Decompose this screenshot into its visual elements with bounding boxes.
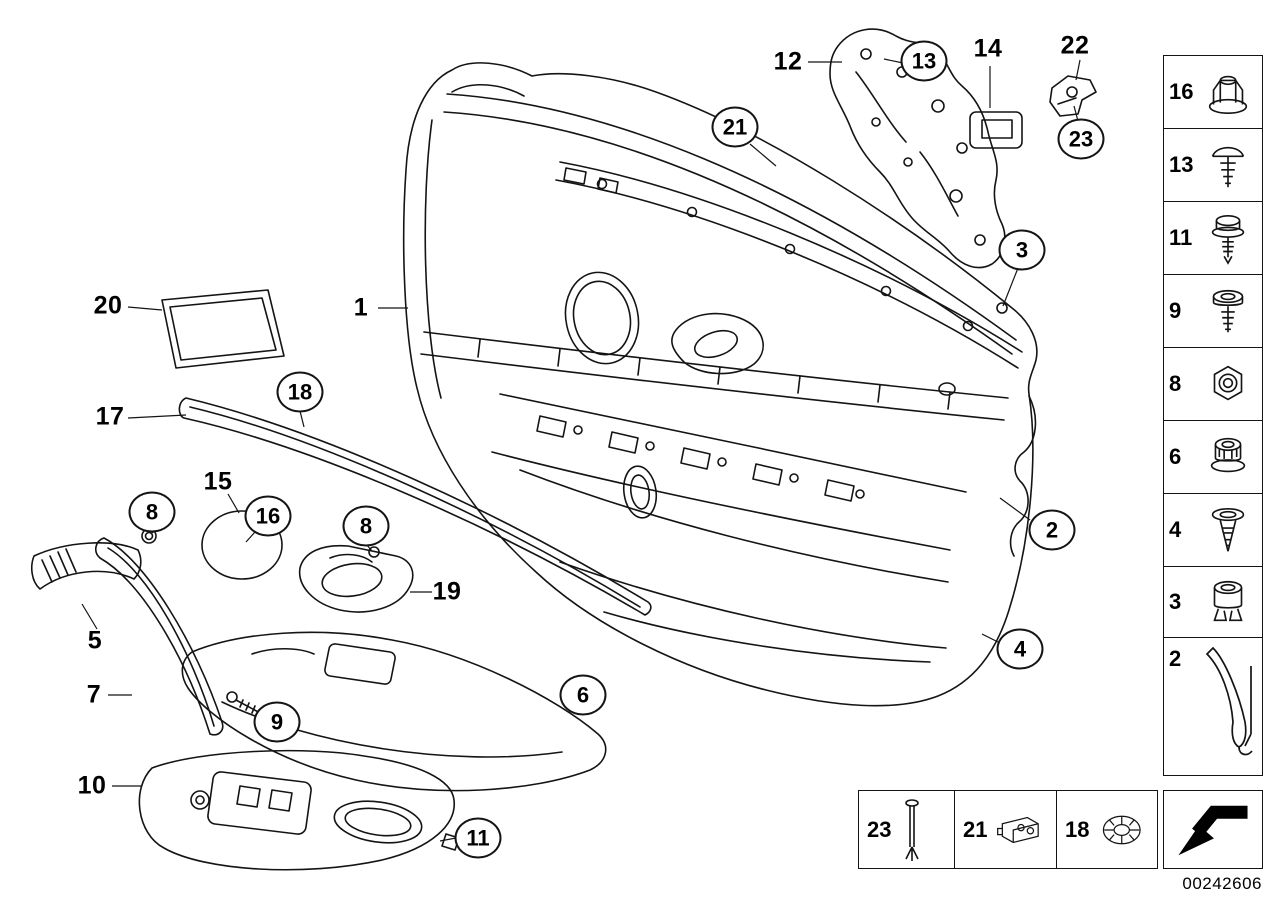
legend-item-2-label: 2: [1169, 646, 1182, 671]
callout-15[interactable]: 15: [203, 467, 233, 496]
legend-item-23-label: 23: [867, 816, 892, 842]
legend-item-16-label: 16: [1169, 79, 1194, 104]
callout-circle-16-label: 16: [255, 503, 281, 528]
callout-circle-8b[interactable]: 8: [342, 505, 390, 547]
screw-with-washer-icon: [1211, 215, 1245, 265]
legend-item-18[interactable]: 18: [1057, 791, 1157, 868]
legend-item-13[interactable]: 13: [1164, 129, 1262, 202]
speaker-trim-ring: [201, 510, 283, 580]
callout-20[interactable]: 20: [93, 291, 123, 320]
page-turn-arrow-icon: [1178, 805, 1248, 855]
callout-22[interactable]: 22: [1060, 31, 1090, 60]
grommet-icon: [1213, 580, 1243, 622]
clamp-bracket-icon: [997, 816, 1040, 843]
legend-item-23[interactable]: 23: [859, 791, 955, 868]
callout-circle-9-label: 9: [270, 709, 284, 734]
callout-5[interactable]: 5: [87, 626, 103, 655]
callout-circle-13[interactable]: 13: [900, 40, 948, 82]
callout-circle-23[interactable]: 23: [1057, 118, 1105, 160]
leader-lines: [81, 58, 1081, 842]
legend-item-18-label: 18: [1065, 816, 1090, 842]
legend-item-16[interactable]: 16: [1164, 56, 1262, 129]
page-turn-arrow-box[interactable]: [1163, 790, 1263, 869]
callout-10[interactable]: 10: [77, 771, 107, 800]
washer-head-screw-icon: [1212, 289, 1244, 333]
callout-circle-16[interactable]: 16: [244, 495, 292, 537]
callout-circle-3-label: 3: [1015, 237, 1029, 262]
callout-circle-18-label: 18: [287, 379, 313, 404]
callout-circle-8a[interactable]: 8: [128, 491, 176, 533]
callout-circle-9[interactable]: 9: [253, 701, 301, 743]
callout-circle-23-label: 23: [1068, 126, 1094, 151]
speaker-cover: [161, 289, 285, 369]
window-switch-panel: [138, 749, 460, 871]
legend-item-3[interactable]: 3: [1164, 567, 1262, 638]
callout-circle-21[interactable]: 21: [711, 106, 759, 148]
legend-item-2[interactable]: 2: [1164, 638, 1262, 775]
legend-item-6-label: 6: [1169, 444, 1182, 469]
callout-circle-6[interactable]: 6: [559, 674, 607, 716]
callout-14[interactable]: 14: [973, 34, 1003, 63]
callout-circle-11-label: 11: [466, 825, 490, 850]
legend-item-3-label: 3: [1169, 589, 1182, 614]
pin-rivet-icon: [905, 798, 920, 861]
legend-item-11[interactable]: 11: [1164, 202, 1262, 275]
callout-circle-6-label: 6: [576, 682, 590, 707]
callout-circle-4[interactable]: 4: [996, 628, 1044, 670]
legend-item-21-label: 21: [963, 816, 988, 842]
legend-item-8[interactable]: 8: [1164, 348, 1262, 421]
callout-circle-4-label: 4: [1013, 636, 1027, 661]
callout-circle-21-label: 21: [722, 114, 748, 139]
callout-1[interactable]: 1: [353, 293, 369, 322]
legend-item-21[interactable]: 21: [955, 791, 1057, 868]
door-pull: [95, 528, 224, 736]
callout-19[interactable]: 19: [432, 577, 462, 606]
rivet-nut-icon: [1210, 437, 1246, 473]
hex-nut-icon: [1213, 365, 1243, 401]
legend-item-4[interactable]: 4: [1164, 494, 1262, 567]
callout-circle-18[interactable]: 18: [276, 371, 324, 413]
diagram-number: 00242606: [1182, 874, 1262, 893]
handle-bracket-icon: [1205, 646, 1253, 756]
pull-handle-trim: [30, 542, 142, 590]
legend-item-9[interactable]: 9: [1164, 275, 1262, 348]
callout-circle-3[interactable]: 3: [998, 229, 1046, 271]
bracket-22: [1049, 75, 1097, 117]
callout-circle-13-label: 13: [911, 48, 937, 73]
flange-nut-icon: [1208, 75, 1248, 115]
interior-door-handle: [298, 544, 414, 613]
callout-7[interactable]: 7: [86, 680, 102, 709]
fastener-legend-column: 16 13 11: [1163, 55, 1263, 776]
legend-item-6[interactable]: 6: [1164, 421, 1262, 494]
legend-item-4-label: 4: [1169, 517, 1182, 542]
trim-ring-icon: [1103, 815, 1142, 844]
callout-circle-2[interactable]: 2: [1028, 509, 1076, 551]
callout-12[interactable]: 12: [773, 47, 803, 76]
expanding-rivet-icon: [1211, 146, 1245, 188]
callout-circle-11[interactable]: 11: [454, 817, 502, 859]
expanding-clip-icon: [1211, 507, 1245, 552]
callout-17[interactable]: 17: [95, 402, 125, 431]
fastener-legend-bottom: 23 21 18: [858, 790, 1158, 869]
callout-circle-2-label: 2: [1045, 517, 1059, 542]
legend-item-11-label: 11: [1169, 225, 1193, 250]
callout-circle-8b-label: 8: [359, 513, 373, 538]
legend-item-9-label: 9: [1169, 298, 1182, 323]
legend-item-8-label: 8: [1169, 371, 1182, 396]
door-trim-panel: [402, 62, 1038, 707]
legend-item-13-label: 13: [1169, 152, 1194, 177]
armrest: [181, 631, 607, 792]
decor-trim-strip: [178, 397, 652, 616]
callout-circle-8a-label: 8: [145, 499, 159, 524]
clip-14: [969, 111, 1023, 149]
